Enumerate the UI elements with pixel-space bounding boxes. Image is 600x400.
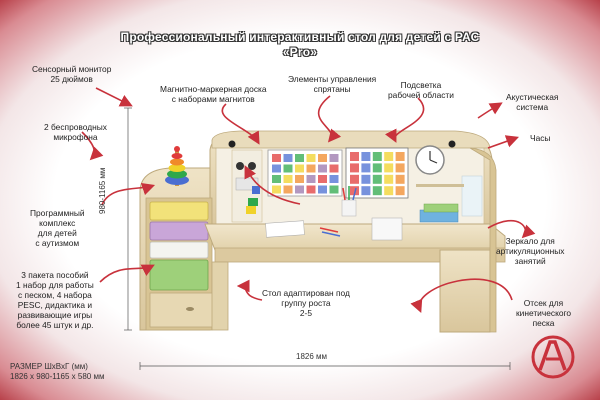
arrow-software — [101, 182, 156, 206]
company-logo-icon — [531, 335, 575, 379]
drawer-white — [149, 241, 209, 259]
picture-tile — [350, 174, 359, 184]
arrow-mic-item — [244, 165, 301, 205]
arrow-mics — [81, 131, 104, 161]
picture-tile — [283, 175, 293, 183]
picture-tile — [306, 175, 316, 183]
drawer-green — [149, 259, 209, 291]
picture-tile — [372, 174, 382, 184]
picture-tile — [283, 154, 293, 162]
drawer-purple — [149, 221, 209, 241]
arrow-acoustic — [477, 102, 503, 119]
cards — [265, 203, 459, 241]
sand-drawer — [149, 292, 217, 328]
height-dimension-label: 980-1165 мм — [98, 167, 107, 214]
picture-tile — [372, 152, 382, 161]
arrow-kits — [99, 264, 155, 283]
picture-tile — [295, 185, 304, 194]
picture-tile — [384, 163, 394, 173]
picture-tile — [384, 186, 394, 196]
picture-tile — [318, 164, 327, 173]
clock-icon — [415, 145, 445, 175]
picture-tile — [350, 163, 359, 173]
picture-tile — [272, 154, 281, 162]
picture-tile — [361, 152, 371, 161]
cubes — [246, 186, 260, 214]
annotation-arrows — [81, 87, 536, 313]
picture-tile — [395, 174, 405, 184]
arrow-light — [385, 97, 425, 143]
arrow-controls — [317, 95, 342, 143]
arrow-monitor — [95, 87, 133, 107]
picture-tile — [306, 154, 316, 162]
pencil-cup-icon — [341, 186, 357, 217]
picture-tile — [384, 152, 394, 161]
picture-tile — [395, 186, 405, 196]
picture-tile — [361, 174, 371, 184]
picture-tile — [350, 186, 359, 196]
picture-tile — [272, 164, 281, 173]
page-title: Профессиональный интерактивный стол для … — [90, 30, 510, 60]
picture-tile — [395, 163, 405, 173]
picture-tile — [350, 152, 359, 161]
picture-tile — [384, 174, 394, 184]
width-dimension — [139, 362, 511, 370]
arrow-board — [221, 103, 260, 145]
picture-tile — [283, 164, 293, 173]
size-caption: РАЗМЕР ШхВхГ (мм) — [10, 362, 88, 371]
picture-tile — [329, 154, 339, 162]
arrow-sand — [410, 278, 513, 313]
arrow-clock — [487, 135, 520, 149]
pyramid-toy-icon — [165, 146, 189, 186]
picture-tile — [318, 154, 327, 162]
picture-tile — [372, 186, 382, 196]
picture-tile — [361, 186, 371, 196]
picture-tile — [318, 175, 327, 183]
size-values: 1826 х 980-1165 х 580 мм — [10, 372, 105, 381]
picture-tile — [272, 175, 281, 183]
title-line-2: «Pro» — [282, 45, 318, 59]
picture-tile — [295, 164, 304, 173]
picture-tile — [318, 185, 327, 194]
picture-tile — [361, 163, 371, 173]
desk — [139, 130, 506, 333]
picture-tile — [306, 185, 316, 194]
magnetic-board — [267, 149, 343, 197]
speaker-icon — [228, 140, 456, 148]
picture-tile — [295, 175, 304, 183]
arrow-age — [236, 279, 263, 301]
picture-tile — [329, 164, 339, 173]
label-clock: Часы — [530, 133, 551, 143]
picture-tile — [283, 185, 293, 194]
mirror — [461, 175, 483, 217]
arrow-mirror — [487, 219, 536, 239]
picture-tile — [395, 152, 405, 161]
width-dimension-label: 1826 мм — [296, 352, 328, 361]
picture-tile — [329, 175, 339, 183]
picture-tile — [295, 154, 304, 162]
picture-tile — [306, 164, 316, 173]
picture-tile — [372, 163, 382, 173]
height-dimension — [124, 107, 132, 331]
drawer-yellow — [149, 201, 209, 221]
picture-tile — [329, 185, 339, 194]
size-caption-block: РАЗМЕР ШхВхГ (мм) 1826 х 980-1165 х 580 … — [10, 362, 104, 382]
title-line-1: Профессиональный интерактивный стол для … — [120, 30, 480, 44]
touch-monitor — [345, 147, 409, 199]
picture-tile — [272, 185, 281, 194]
